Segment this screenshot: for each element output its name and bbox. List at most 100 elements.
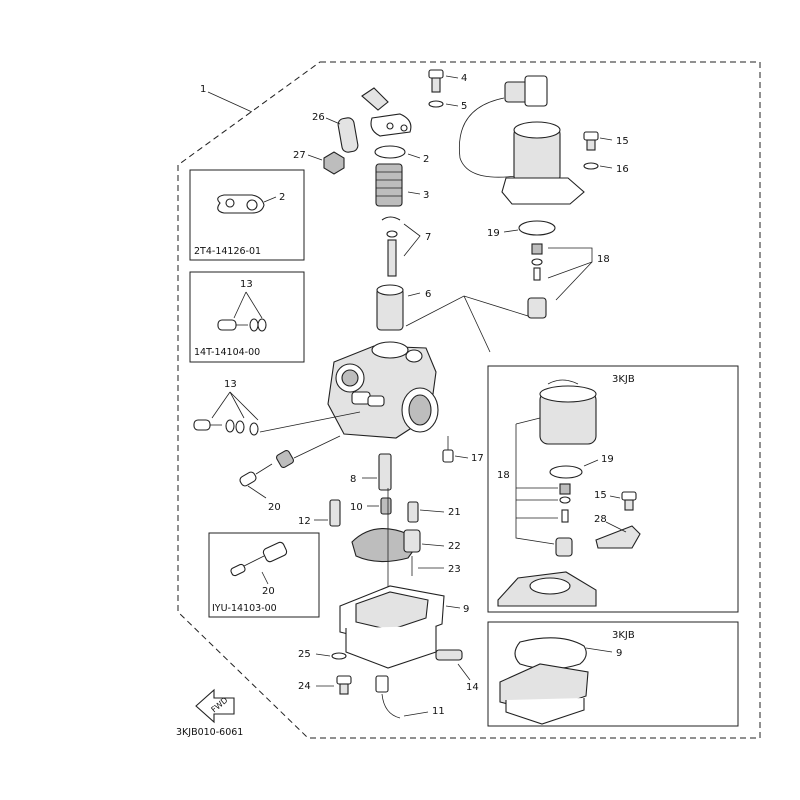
leader-6 xyxy=(407,292,421,297)
leader-18c xyxy=(555,261,593,301)
callout-22: 22 xyxy=(448,541,461,552)
inset-upper-label: 3KJB xyxy=(612,374,635,385)
gasket-kit-code: 2T4-14126-01 xyxy=(194,246,261,257)
throttle-spring xyxy=(375,163,403,207)
callout-24: 24 xyxy=(298,681,311,692)
leader-25 xyxy=(315,653,331,657)
callout-4: 4 xyxy=(461,73,467,84)
callout-15b: 15 xyxy=(594,490,607,501)
leader-16 xyxy=(599,165,613,169)
drain-screw xyxy=(442,449,454,463)
inset-screw xyxy=(621,491,637,511)
leader-13e xyxy=(229,391,259,421)
leader-2 xyxy=(407,153,421,159)
inset-o-ring xyxy=(549,465,583,479)
leader-26 xyxy=(325,117,341,125)
diagram-code: 3KJB010-6061 xyxy=(176,727,243,738)
bowl-screw xyxy=(336,675,352,695)
callout-27: 27 xyxy=(293,150,306,161)
leader-21 xyxy=(419,509,445,513)
inset-plunger-set xyxy=(555,483,573,557)
mid-screw-line xyxy=(259,411,361,433)
callout-19: 19 xyxy=(487,228,500,239)
callout-21: 21 xyxy=(448,507,461,518)
throttle-valve-top xyxy=(376,284,404,296)
screw-kit-parts-mid xyxy=(193,419,259,436)
leader-13d xyxy=(229,391,245,419)
leader-2b xyxy=(263,196,277,203)
leader-13c xyxy=(211,391,231,419)
needle-valve xyxy=(407,501,419,523)
pilot-jet xyxy=(329,499,341,527)
screw-kit-code: 14T-14104-00 xyxy=(194,347,260,358)
top-washer xyxy=(428,100,444,108)
callout-12: 12 xyxy=(298,516,311,527)
callout-11: 11 xyxy=(432,706,445,717)
float-bowl xyxy=(339,585,445,669)
callout-14: 14 xyxy=(466,682,479,693)
leader-19 xyxy=(503,229,519,233)
variant-inset-lower xyxy=(487,621,739,727)
leader-18b-e xyxy=(515,417,541,425)
leader-14 xyxy=(457,663,471,681)
drain-fitting xyxy=(375,675,389,693)
leader-20b xyxy=(261,571,269,585)
pilot-to-body-line xyxy=(293,435,341,459)
callout-28: 28 xyxy=(594,514,607,525)
inset-float-bowl xyxy=(499,637,589,725)
auto-choke-unit xyxy=(458,75,585,205)
leader-4 xyxy=(445,75,459,79)
callout-6: 6 xyxy=(425,289,431,300)
overflow-fitting xyxy=(435,649,463,661)
callout-3: 3 xyxy=(423,190,429,201)
callout-2: 2 xyxy=(423,154,429,165)
callout-16: 16 xyxy=(616,164,629,175)
leader-19b xyxy=(583,459,599,467)
choke-screw xyxy=(583,131,599,151)
leader-13b xyxy=(245,291,263,319)
fwd-arrow-icon xyxy=(195,688,235,724)
leader-9 xyxy=(445,605,461,609)
pilot-screw-parts xyxy=(230,541,288,577)
leader-13a xyxy=(233,291,247,319)
top-screw xyxy=(428,69,444,93)
leader-18b-a xyxy=(515,424,555,545)
leader-11 xyxy=(403,711,429,717)
screw-kit-box xyxy=(189,271,305,363)
leader-15 xyxy=(599,137,613,141)
carburetor-body xyxy=(327,341,439,439)
leader-1 xyxy=(207,91,253,113)
leader-5 xyxy=(445,103,459,107)
float-arm xyxy=(403,529,421,553)
leader-20 xyxy=(247,485,267,499)
callout-5: 5 xyxy=(461,101,467,112)
leader-9b xyxy=(585,647,613,653)
callout-20b: 20 xyxy=(262,586,275,597)
needle-jet xyxy=(378,453,392,491)
variant-inset-upper xyxy=(487,365,739,613)
pilot-screw xyxy=(239,449,295,487)
screw-kit-parts xyxy=(217,318,267,332)
leader-22 xyxy=(421,543,445,547)
callout-19b: 19 xyxy=(601,454,614,465)
leader-15b xyxy=(609,495,621,499)
callout-26: 26 xyxy=(312,112,325,123)
assembly-boundary xyxy=(177,61,761,739)
choke-bracket xyxy=(595,525,641,549)
inset-carb-top xyxy=(497,571,597,607)
plunger-boot xyxy=(337,117,359,153)
leader-3 xyxy=(407,191,421,195)
leader-17 xyxy=(454,455,469,459)
main-jet xyxy=(380,497,392,515)
nut xyxy=(323,151,345,175)
callout-18: 18 xyxy=(597,254,610,265)
leader-18 xyxy=(547,247,593,279)
callout-9: 9 xyxy=(463,604,469,615)
o-ring xyxy=(374,145,406,159)
inset-lower-label: 3KJB xyxy=(612,630,635,641)
callout-18b: 18 xyxy=(497,470,510,481)
callout-7: 7 xyxy=(425,232,431,243)
callout-13b: 13 xyxy=(224,379,237,390)
callout-9b: 9 xyxy=(616,648,622,659)
